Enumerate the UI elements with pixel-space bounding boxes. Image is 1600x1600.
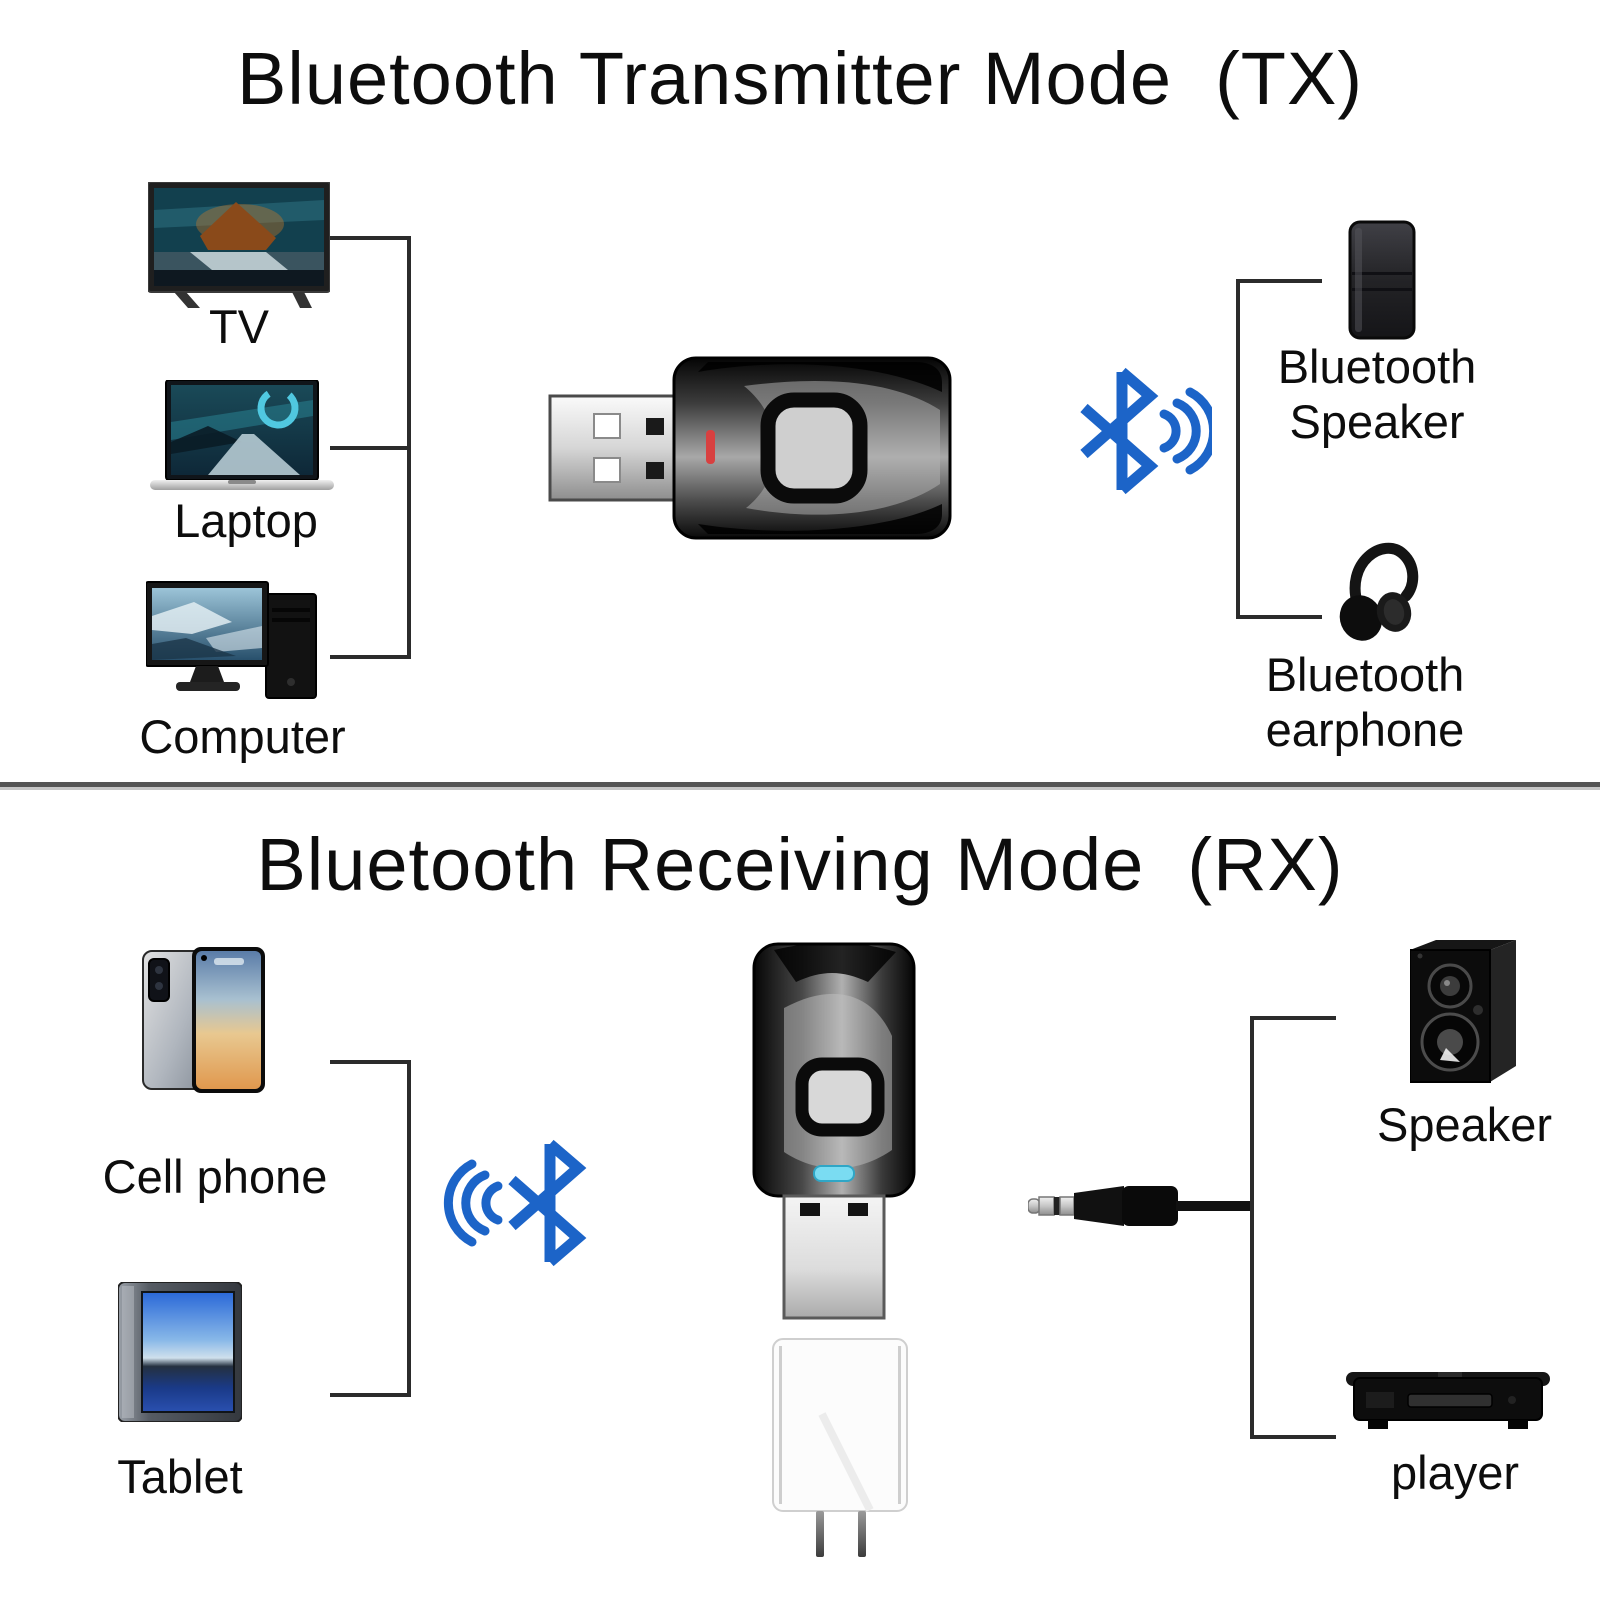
rx-sources-bracket-line — [407, 1060, 411, 1397]
laptop-connector-line — [330, 446, 410, 450]
bluetooth-signal-left-icon — [442, 1138, 592, 1268]
player-connector-line — [1250, 1435, 1336, 1439]
speaker-icon — [1409, 940, 1518, 1088]
rx-outputs-bracket-line — [1250, 1016, 1254, 1439]
computer-label: Computer — [139, 710, 346, 763]
usb-bluetooth-adapter-tx-icon — [548, 356, 952, 540]
laptop-label: Laptop — [174, 494, 318, 547]
usb-bluetooth-adapter-rx-icon — [750, 938, 918, 1320]
tx-title: Bluetooth Transmitter Mode (TX) — [237, 37, 1363, 120]
cell-phone-label: Cell phone — [102, 1150, 328, 1203]
tablet-label: Tablet — [117, 1450, 243, 1503]
bluetooth-earphone-icon — [1336, 532, 1426, 644]
bluetooth-speaker-icon — [1348, 220, 1416, 340]
computer-connector-line — [330, 655, 410, 659]
cell-phone-connector-line — [330, 1060, 410, 1064]
rx-title: Bluetooth Receiving Mode (RX) — [256, 823, 1344, 906]
speaker-connector-line — [1250, 1016, 1336, 1020]
bt-earphone-connector-line — [1236, 615, 1322, 619]
bt-speaker-label: Bluetooth Speaker — [1277, 340, 1477, 448]
tv-connector-line — [330, 236, 410, 240]
cell-phone-icon — [142, 946, 266, 1094]
bt-earphone-label: Bluetooth earphone — [1265, 648, 1465, 756]
player-label: player — [1390, 1446, 1519, 1499]
tv-icon — [147, 181, 331, 314]
tx-sources-bracket-line — [407, 236, 411, 659]
aux-cable-icon — [1027, 1184, 1254, 1228]
tx-outputs-bracket-line — [1236, 279, 1240, 619]
bluetooth-signal-right-icon — [1070, 366, 1219, 496]
usb-wall-charger-icon — [770, 1336, 910, 1562]
tablet-icon — [117, 1281, 243, 1423]
tablet-connector-line — [330, 1393, 410, 1397]
section-divider-shadow — [0, 787, 1600, 790]
speaker-label: Speaker — [1376, 1098, 1553, 1151]
section-divider — [0, 782, 1600, 787]
computer-icon — [145, 578, 336, 714]
bt-speaker-connector-line — [1236, 279, 1322, 283]
laptop-icon — [150, 379, 334, 494]
tv-label: TV — [208, 300, 270, 353]
player-icon — [1346, 1364, 1550, 1434]
